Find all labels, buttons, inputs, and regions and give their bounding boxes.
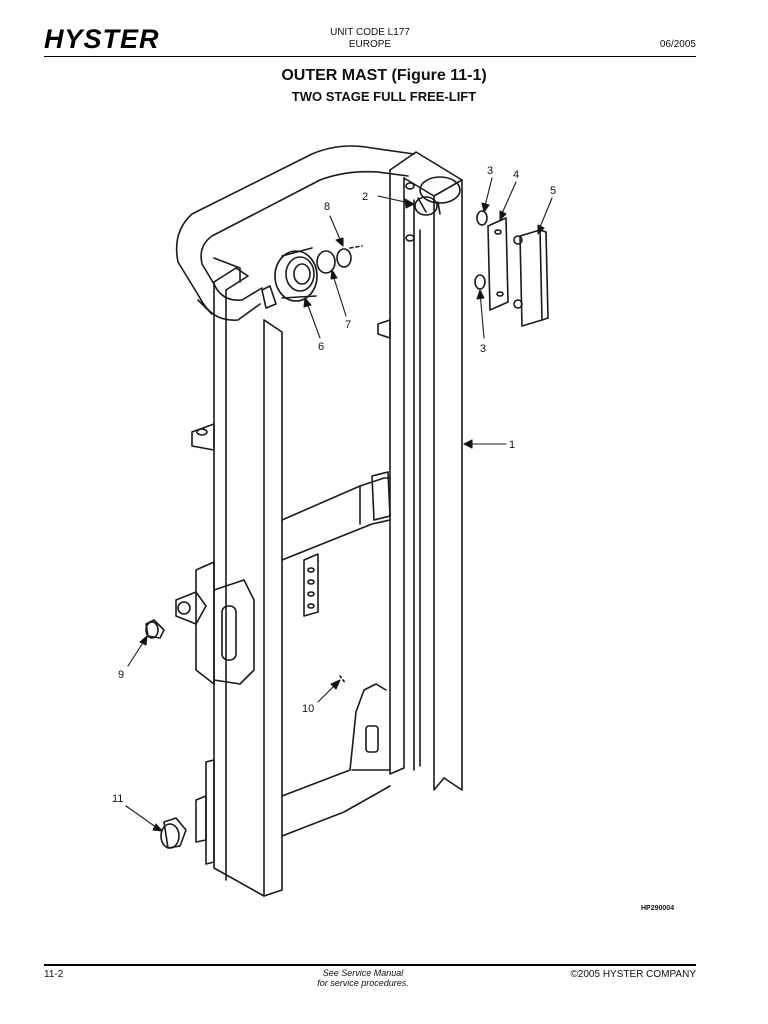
callout-9: 9 bbox=[118, 669, 124, 681]
part-3-oring-bottom bbox=[474, 274, 486, 290]
page-subtitle: TWO STAGE FULL FREE-LIFT bbox=[291, 89, 477, 104]
callout-6: 6 bbox=[318, 341, 324, 353]
callout-11: 11 bbox=[112, 793, 123, 805]
unit-info: UNIT CODE L177 EUROPE bbox=[300, 27, 440, 51]
callout-1: 1 bbox=[509, 439, 515, 451]
callout-8: 8 bbox=[324, 201, 330, 213]
copyright: ©2005 HYSTER COMPANY bbox=[570, 969, 696, 980]
hyster-logo: HYSTER bbox=[44, 24, 160, 52]
footer-divider bbox=[44, 964, 696, 966]
part-2-shaft bbox=[405, 176, 461, 242]
logo-text: HYSTER bbox=[44, 24, 160, 52]
page-number: 11-2 bbox=[44, 969, 64, 980]
slotted-strip bbox=[303, 553, 319, 617]
leader-lines bbox=[125, 177, 553, 832]
part-9-bushing bbox=[145, 619, 165, 639]
left-channel bbox=[213, 257, 283, 897]
lower-bracket bbox=[195, 759, 215, 865]
outer-mast-figure: 1 2 3 3 4 5 6 7 8 9 10 11 bbox=[112, 145, 556, 897]
part-11-bushing bbox=[160, 817, 187, 849]
callout-4: 4 bbox=[513, 169, 519, 181]
callout-2: 2 bbox=[362, 191, 368, 203]
part-10-pin bbox=[339, 675, 347, 685]
callout-3-top: 3 bbox=[487, 165, 493, 177]
top-crossbar bbox=[175, 145, 415, 321]
note-line-2: for service procedures. bbox=[317, 978, 409, 988]
cross-members bbox=[281, 471, 391, 837]
tilt-bracket bbox=[175, 561, 255, 685]
unit-code: UNIT CODE L177 bbox=[330, 27, 410, 38]
part-6-bearing bbox=[261, 247, 318, 309]
note-line-1: See Service Manual bbox=[322, 968, 404, 978]
part-3-oring-top bbox=[476, 210, 488, 226]
figure-code: HP290004 bbox=[641, 905, 675, 912]
callout-5: 5 bbox=[550, 185, 556, 197]
part-7-ring bbox=[316, 250, 336, 274]
part-4-shim-plate bbox=[487, 217, 509, 311]
callout-3-bottom: 3 bbox=[480, 343, 486, 355]
side-tabs bbox=[191, 319, 391, 451]
part-8-clip bbox=[336, 248, 352, 268]
callout-7: 7 bbox=[345, 319, 351, 331]
issue-date: 06/2005 bbox=[659, 39, 696, 50]
region: EUROPE bbox=[348, 39, 392, 50]
page-title: OUTER MAST (Figure 11-1) bbox=[281, 67, 487, 84]
right-channel bbox=[389, 151, 463, 791]
part-5-wear-strip bbox=[513, 229, 549, 327]
header-divider bbox=[44, 56, 696, 57]
service-manual-note: See Service Manual for service procedure… bbox=[290, 968, 436, 988]
callout-10: 10 bbox=[302, 703, 314, 715]
